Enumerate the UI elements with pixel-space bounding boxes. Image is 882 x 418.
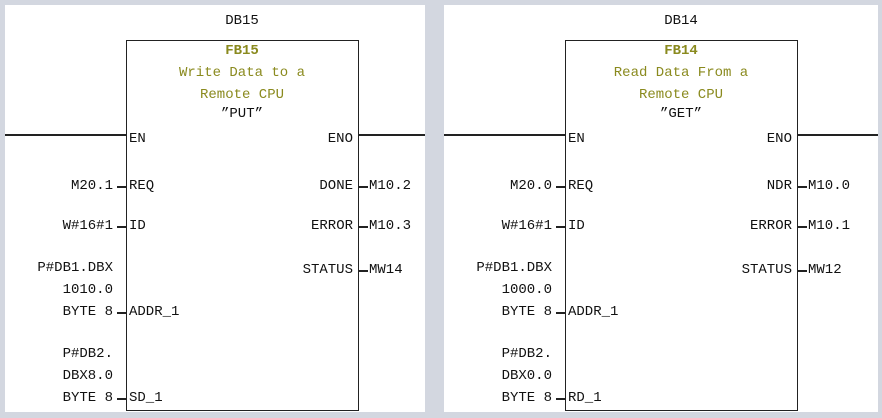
block-description: Remote CPU (199, 87, 284, 103)
block-symbol: ”PUT” (220, 106, 263, 122)
output-operand: MW12 (808, 262, 842, 278)
input-wire (556, 312, 565, 314)
input-pin-id: ID (129, 218, 146, 234)
input-operand: P#DB2. (62, 346, 113, 362)
input-operand: BYTE 8 (501, 304, 552, 320)
output-wire (798, 226, 807, 228)
output-wire (359, 270, 368, 272)
input-pin-sd_1: SD_1 (129, 390, 163, 406)
input-wire (556, 186, 565, 188)
instance-db-label: DB14 (664, 13, 698, 29)
input-operand: M20.1 (70, 178, 113, 194)
function-block-box (126, 40, 359, 411)
output-pin-eno: ENO (327, 131, 353, 147)
input-operand: BYTE 8 (62, 304, 113, 320)
input-wire (117, 398, 126, 400)
output-wire (798, 186, 807, 188)
output-wire (359, 186, 368, 188)
input-wire (117, 186, 126, 188)
input-pin-en: EN (568, 131, 585, 147)
input-wire (117, 312, 126, 314)
input-operand: 1010.0 (62, 282, 113, 298)
input-operand: DBX0.0 (501, 368, 552, 384)
output-wire (359, 226, 368, 228)
block-description: Read Data From a (613, 65, 749, 81)
power-rail-wire (444, 134, 565, 136)
input-pin-rd_1: RD_1 (568, 390, 602, 406)
output-operand: M10.1 (808, 218, 851, 234)
input-operand: P#DB1.DBX (476, 260, 552, 276)
input-pin-id: ID (568, 218, 585, 234)
block-symbol: ”GET” (659, 106, 702, 122)
input-operand: BYTE 8 (62, 390, 113, 406)
output-pin-done: DONE (319, 178, 353, 194)
input-operand: W#16#1 (62, 218, 113, 234)
output-operand: MW14 (369, 262, 403, 278)
input-operand: DBX8.0 (62, 368, 113, 384)
input-pin-addr_1: ADDR_1 (568, 304, 619, 320)
block-number: FB15 (225, 43, 259, 59)
output-rail-wire (797, 134, 878, 136)
output-pin-ndr: NDR (766, 178, 792, 194)
output-wire (798, 270, 807, 272)
input-wire (556, 398, 565, 400)
block-number: FB14 (664, 43, 698, 59)
block-description: Remote CPU (638, 87, 723, 103)
input-operand: P#DB2. (501, 346, 552, 362)
input-wire (117, 226, 126, 228)
output-rail-wire (358, 134, 425, 136)
output-pin-status: STATUS (302, 262, 353, 278)
output-pin-status: STATUS (741, 262, 792, 278)
output-pin-error: ERROR (749, 218, 792, 234)
output-pin-eno: ENO (766, 131, 792, 147)
input-pin-req: REQ (568, 178, 594, 194)
instance-db-label: DB15 (225, 13, 259, 29)
block-description: Write Data to a (178, 65, 306, 81)
input-pin-req: REQ (129, 178, 155, 194)
input-wire (556, 226, 565, 228)
output-operand: M10.3 (369, 218, 412, 234)
function-block-box (565, 40, 798, 411)
power-rail-wire (5, 134, 126, 136)
output-operand: M10.0 (808, 178, 851, 194)
output-operand: M10.2 (369, 178, 412, 194)
input-operand: BYTE 8 (501, 390, 552, 406)
input-operand: 1000.0 (501, 282, 552, 298)
input-operand: P#DB1.DBX (37, 260, 113, 276)
input-pin-addr_1: ADDR_1 (129, 304, 180, 320)
output-pin-error: ERROR (310, 218, 353, 234)
input-operand: W#16#1 (501, 218, 552, 234)
input-pin-en: EN (129, 131, 146, 147)
input-operand: M20.0 (509, 178, 552, 194)
